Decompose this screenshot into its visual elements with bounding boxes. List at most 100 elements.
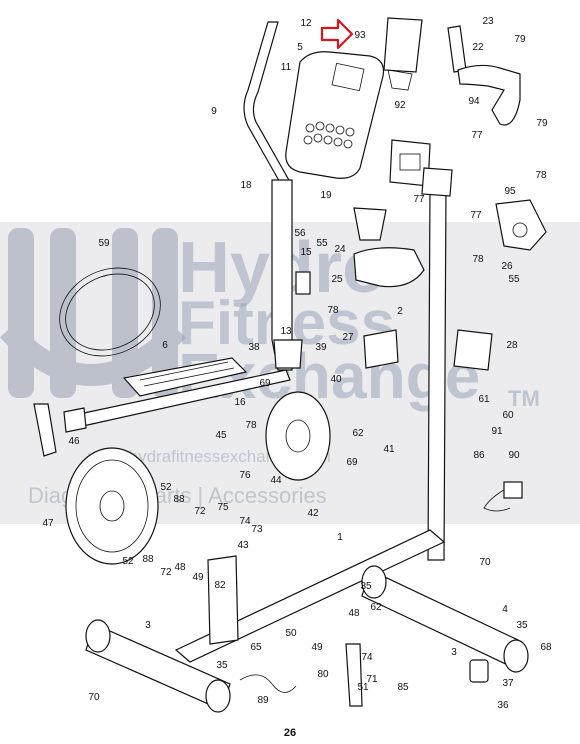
tablet-holder [383, 17, 423, 73]
callout-28: 28 [506, 340, 518, 351]
callout-47: 47 [42, 518, 54, 529]
callout-6: 6 [162, 340, 168, 351]
main-column [427, 185, 447, 561]
console [285, 51, 385, 179]
callout-88: 88 [142, 554, 154, 565]
callout-48: 48 [348, 608, 360, 619]
callout-1: 1 [337, 532, 343, 543]
callout-9: 9 [211, 106, 217, 117]
callout-80: 80 [317, 669, 329, 680]
leveling-foot [469, 659, 489, 683]
callout-37: 37 [502, 678, 514, 689]
callout-23: 23 [482, 16, 494, 27]
callout-75: 75 [217, 502, 229, 513]
front-end-cap-left [85, 619, 111, 653]
rear-bracket [495, 199, 547, 251]
callout-26: 26 [501, 261, 513, 272]
callout-74: 74 [361, 652, 373, 663]
callout-24: 24 [334, 244, 346, 255]
rear-end-cap-right [503, 639, 529, 673]
callout-65: 65 [250, 642, 262, 653]
callout-88: 88 [173, 494, 185, 505]
callout-25: 25 [331, 274, 343, 285]
callout-15: 15 [300, 247, 312, 258]
callout-70: 70 [479, 557, 491, 568]
power-cord [483, 489, 511, 512]
wire-harness [239, 674, 297, 693]
callout-61: 61 [478, 394, 490, 405]
pedal-grip [139, 361, 235, 387]
callout-77: 77 [413, 194, 425, 205]
pulley-hub [99, 490, 125, 522]
callout-11: 11 [281, 62, 292, 73]
callout-74: 74 [239, 516, 251, 527]
frame-upright [207, 555, 239, 645]
callout-51: 51 [357, 682, 369, 693]
callout-78: 78 [245, 420, 257, 431]
shroud [353, 247, 425, 288]
flywheel-hub [285, 419, 311, 453]
callout-92: 92 [394, 100, 406, 111]
page-number: 26 [284, 727, 296, 739]
callout-86: 86 [473, 450, 485, 461]
cup-holder [353, 207, 387, 241]
callout-16: 16 [234, 397, 246, 408]
callout-18: 18 [240, 180, 252, 191]
callout-70: 70 [88, 692, 100, 703]
rear-end-cap-left [361, 565, 387, 599]
callout-52: 52 [122, 556, 134, 567]
crank-arm [33, 403, 57, 457]
pulley-ring [75, 459, 149, 553]
callout-46: 46 [68, 436, 80, 447]
pedal-arm-bushing [63, 407, 87, 433]
callout-79: 79 [514, 34, 526, 45]
callout-62: 62 [370, 602, 382, 613]
console-keypad [303, 121, 355, 149]
watermark-logo-icon [0, 228, 186, 398]
callout-38: 38 [248, 342, 260, 353]
bracket-slot [399, 153, 421, 171]
callout-78: 78 [327, 305, 339, 316]
spacer [295, 271, 311, 295]
left-upper-arm [243, 21, 291, 187]
callout-35: 35 [360, 581, 372, 592]
callout-52: 52 [160, 482, 172, 493]
callout-48: 48 [174, 562, 186, 573]
flywheel [265, 391, 331, 481]
pedal [122, 357, 248, 397]
callout-4: 4 [502, 604, 508, 615]
callout-44: 44 [270, 475, 282, 486]
callout-85: 85 [397, 682, 409, 693]
callout-68: 68 [540, 642, 552, 653]
callout-55: 55 [316, 238, 328, 249]
callout-59: 59 [98, 238, 110, 249]
callout-55: 55 [508, 274, 520, 285]
cover-left [363, 329, 399, 369]
callout-22: 22 [472, 42, 484, 53]
callout-35: 35 [216, 660, 228, 671]
drive-belt-inner [65, 273, 155, 351]
tablet-holder-bracket [387, 69, 413, 91]
callout-95: 95 [504, 186, 516, 197]
callout-77: 77 [471, 130, 483, 141]
callout-62: 62 [352, 428, 364, 439]
callout-41: 41 [383, 444, 395, 455]
callout-39: 39 [315, 342, 327, 353]
callout-35: 35 [516, 620, 528, 631]
callout-78: 78 [472, 254, 484, 265]
callout-49: 49 [311, 642, 323, 653]
callout-27: 27 [342, 332, 354, 343]
callout-19: 19 [320, 190, 332, 201]
callout-3: 3 [145, 620, 151, 631]
callout-56: 56 [294, 228, 306, 239]
right-upper-arm [447, 25, 467, 73]
rear-bracket-hole [512, 222, 528, 238]
callout-12: 12 [300, 18, 312, 29]
pulley [65, 447, 159, 565]
callout-73: 73 [251, 524, 263, 535]
callout-13: 13 [280, 326, 292, 337]
callout-91: 91 [491, 426, 503, 437]
callout-71: 71 [366, 674, 378, 685]
